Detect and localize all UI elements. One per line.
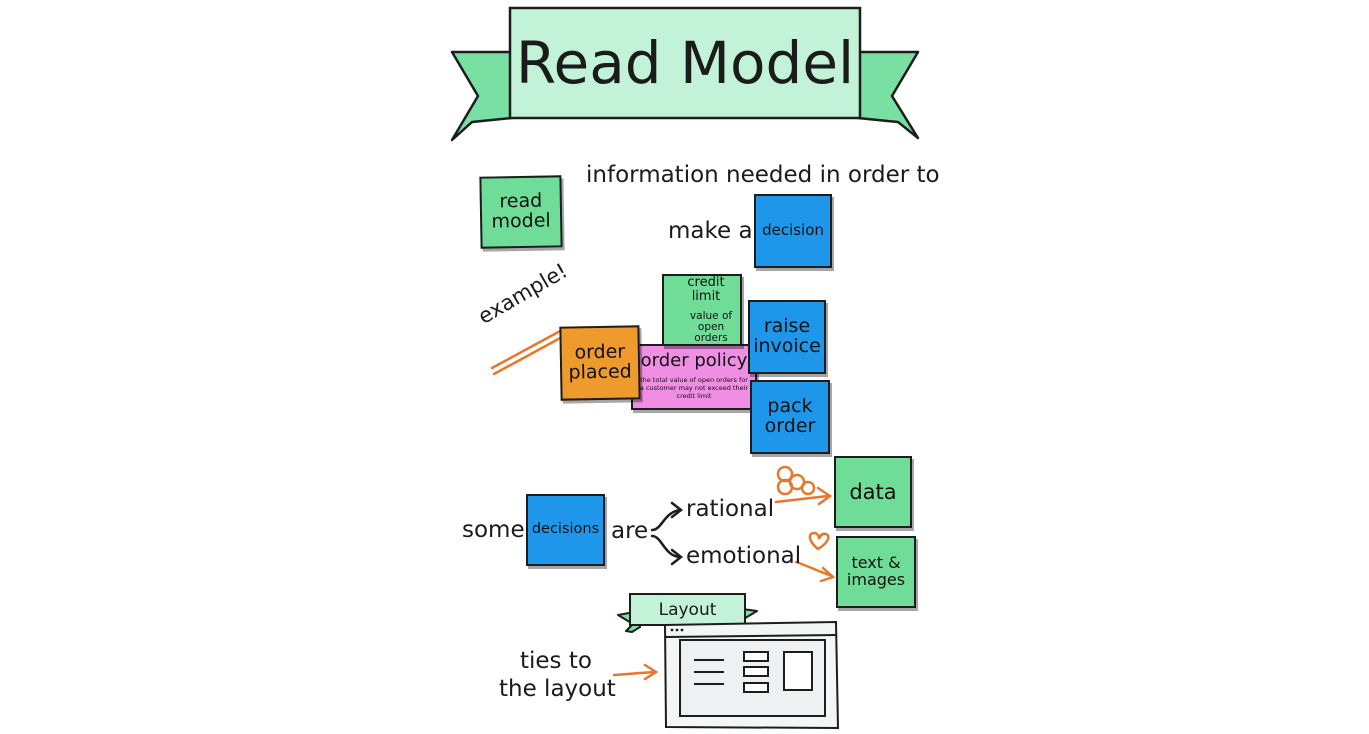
decision-note: decision bbox=[754, 194, 832, 268]
read-model-note: read model bbox=[479, 175, 563, 249]
raise-invoice-note: raise invoice bbox=[748, 300, 826, 374]
intro-line-1: information needed in order to bbox=[586, 162, 940, 188]
rational-label: rational bbox=[686, 496, 775, 522]
layout-wireframe bbox=[663, 620, 840, 730]
bullet-open-orders: value of open orders bbox=[689, 309, 733, 344]
text-images-note: text & images bbox=[836, 536, 916, 608]
ties-to-line-1: ties to bbox=[520, 648, 592, 674]
decisions-note: decisions bbox=[526, 494, 605, 566]
heart-arrow-icon bbox=[794, 531, 836, 583]
ties-to-line-2: the layout bbox=[499, 676, 616, 702]
data-note: data bbox=[834, 456, 912, 528]
order-policy-rule: the total value of open orders for a cus… bbox=[639, 375, 749, 401]
are-label: are bbox=[611, 518, 649, 544]
layout-arrow bbox=[612, 663, 659, 681]
pack-order-note: pack order bbox=[750, 380, 830, 454]
branch-arrows bbox=[650, 501, 684, 566]
emotional-label: emotional bbox=[686, 543, 802, 569]
layout-banner-text: Layout bbox=[658, 599, 717, 620]
order-policy-title: order policy bbox=[640, 350, 748, 371]
credit-read-model-note: credit limit value of open orders bbox=[662, 274, 742, 346]
intro-line-2: make a bbox=[668, 218, 753, 244]
order-policy-note: order policy the total value of open ord… bbox=[631, 344, 757, 410]
example-label: example! bbox=[474, 258, 572, 329]
brain-arrow-icon bbox=[774, 465, 833, 506]
example-underline bbox=[490, 328, 566, 376]
window-dots bbox=[670, 628, 684, 632]
page-title: Read Model bbox=[515, 29, 855, 97]
some-label: some bbox=[462, 517, 525, 543]
bullet-credit-limit: credit limit bbox=[687, 275, 725, 304]
order-placed-note: order placed bbox=[559, 325, 641, 401]
